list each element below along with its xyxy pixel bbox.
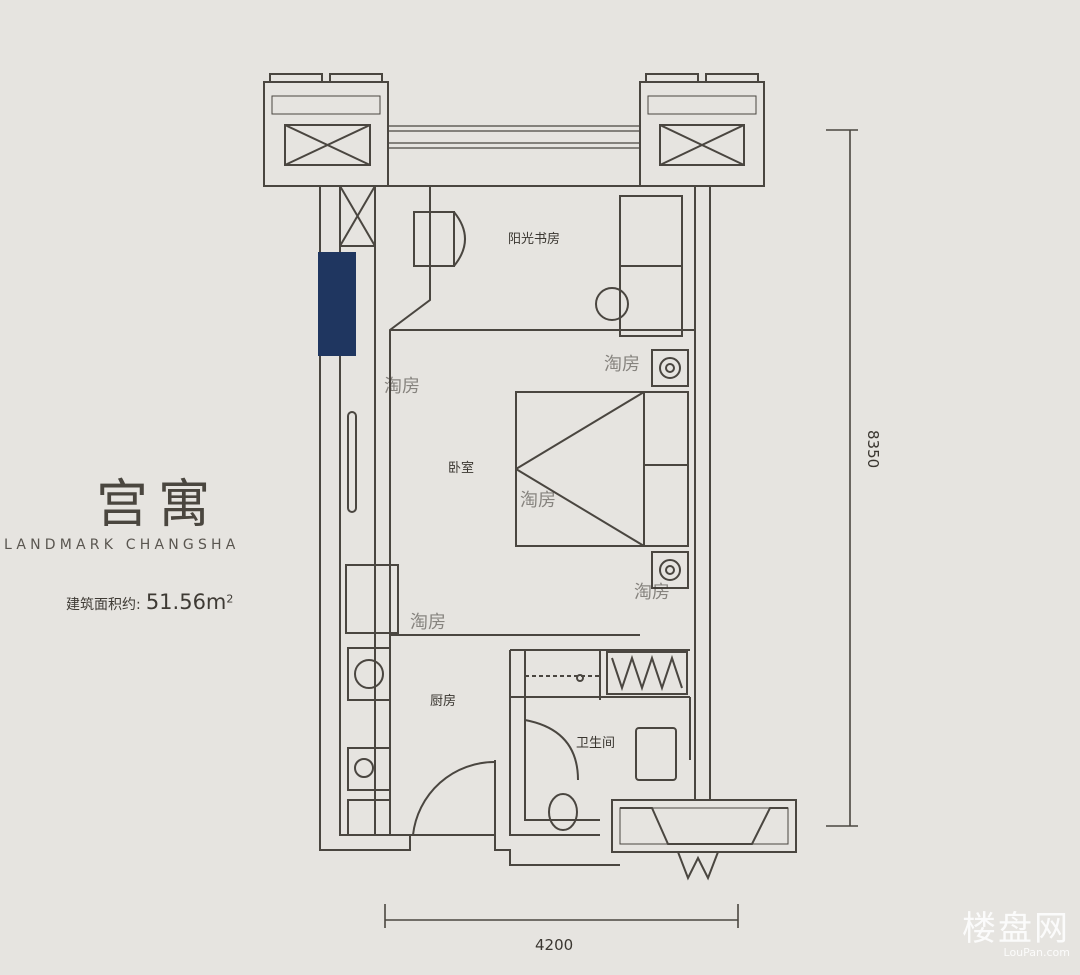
area-label: 建筑面积约: <box>66 597 141 613</box>
room-label-study: 阳光书房 <box>508 231 560 247</box>
watermark-3: 淘房 <box>410 612 446 633</box>
bay-window <box>611 799 797 881</box>
dimension-lines <box>384 129 858 928</box>
watermark-5: 淘房 <box>634 582 670 603</box>
site-logo: 楼盘网 LouPan.com <box>962 901 1070 959</box>
room-label-bedroom: 卧室 <box>448 460 474 476</box>
site-logo-url: LouPan.com <box>1003 946 1070 959</box>
wardrobe-unit <box>339 185 376 247</box>
corridor-decor <box>345 411 399 634</box>
bathroom <box>509 649 691 836</box>
site-logo-text: 楼盘网 <box>962 909 1070 949</box>
accent-panel <box>318 252 356 356</box>
watermark-1: 淘房 <box>384 376 420 397</box>
kitchen-fixtures <box>347 647 391 836</box>
bed <box>515 349 689 589</box>
study-desk <box>389 185 466 348</box>
area-value: 51.56m <box>145 590 227 614</box>
dimension-width: 4200 <box>535 936 573 954</box>
watermark-2: 淘房 <box>520 490 556 511</box>
entrance-door <box>410 760 496 836</box>
project-title-cn: 宫寓 <box>96 475 221 535</box>
study-sofa <box>595 195 683 337</box>
project-title-en: LANDMARK CHANGSHA <box>4 537 240 553</box>
room-label-kitchen: 厨房 <box>430 693 456 709</box>
corridor-wall <box>374 348 391 835</box>
balcony-railing <box>388 125 640 149</box>
room-label-bathroom: 卫生间 <box>576 736 615 751</box>
left-balcony-unit <box>263 73 389 187</box>
area-unit-sup: 2 <box>226 592 234 606</box>
right-balcony-unit <box>639 73 765 187</box>
dimension-height: 8350 <box>864 430 882 468</box>
watermark-4: 淘房 <box>604 354 640 375</box>
area-info: 建筑面积约: 51.56m2 <box>66 590 233 614</box>
